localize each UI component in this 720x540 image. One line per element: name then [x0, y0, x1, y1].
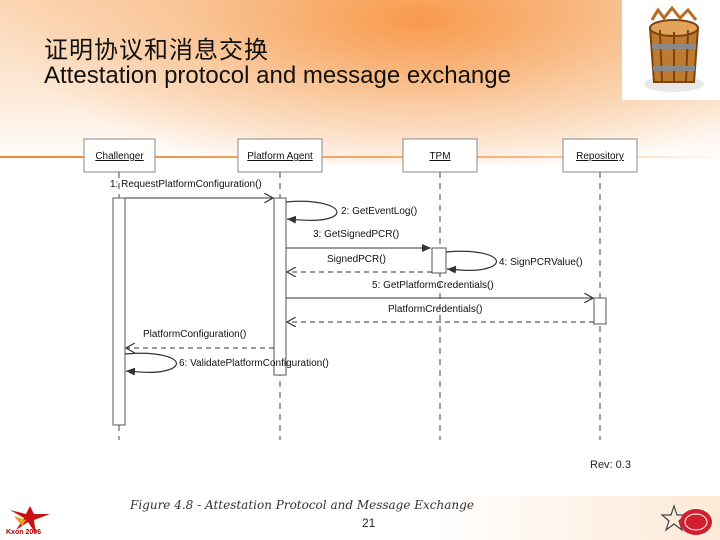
header-background	[0, 0, 720, 165]
message-platform-configuration-return: PlatformConfiguration()	[126, 329, 274, 348]
bucket-icon	[644, 5, 704, 92]
message-label: 3: GetSignedPCR()	[313, 229, 399, 240]
figure-caption: Figure 4.8 - Attestation Protocol and Me…	[130, 498, 474, 512]
message-5: 5: GetPlatformCredentials()	[286, 280, 593, 298]
lifeline-label: Platform Agent	[247, 151, 313, 162]
message-label: PlatformCredentials()	[388, 304, 482, 315]
lifeline-platform-agent: Platform Agent	[237, 138, 323, 440]
corner-logo	[622, 0, 720, 100]
message-2: 2: GetEventLog()	[285, 200, 417, 224]
message-label: SignedPCR()	[327, 254, 386, 265]
message-label: PlatformConfiguration()	[143, 329, 246, 340]
footer-bar	[0, 496, 720, 540]
page-number: 21	[362, 516, 376, 530]
message-label: 5: GetPlatformCredentials()	[372, 280, 494, 291]
lifeline-label: Challenger	[95, 151, 144, 162]
lifeline-repository: Repository	[562, 138, 638, 440]
lifeline-label: TPM	[429, 151, 450, 162]
kxon-logo-text: Kxon 2006	[6, 529, 42, 536]
message-label: 2: GetEventLog()	[341, 206, 417, 217]
kxon-logo-icon	[10, 506, 50, 534]
message-3: 3: GetSignedPCR()	[286, 229, 431, 252]
header-divider	[0, 156, 720, 158]
activation-platform-agent	[273, 197, 287, 376]
message-signed-pcr-return: SignedPCR()	[287, 254, 432, 272]
activation-repository	[593, 297, 607, 325]
sequence-diagram: Challenger Platform Agent TPM Repository…	[83, 138, 638, 440]
star-logo-icon	[660, 504, 712, 535]
message-label: 4: SignPCRValue()	[499, 257, 583, 268]
activation-challenger	[112, 197, 126, 426]
lifeline-tpm: TPM	[402, 138, 478, 440]
message-6: 6: ValidatePlatformConfiguration()	[124, 352, 329, 376]
message-label: 1: RequestPlatformConfiguration()	[110, 179, 262, 190]
activation-tpm	[431, 247, 447, 274]
title-chinese: 证明协议和消息交换	[44, 36, 269, 64]
message-platform-credentials-return: PlatformCredentials()	[287, 304, 594, 322]
title-english: Attestation protocol and message exchang…	[44, 62, 511, 89]
message-1: 1: RequestPlatformConfiguration()	[110, 179, 273, 198]
revision-label: Rev: 0.3	[590, 459, 631, 471]
message-label: 6: ValidatePlatformConfiguration()	[179, 358, 329, 369]
message-4: 4: SignPCRValue()	[445, 250, 583, 274]
lifeline-label: Repository	[576, 151, 624, 162]
